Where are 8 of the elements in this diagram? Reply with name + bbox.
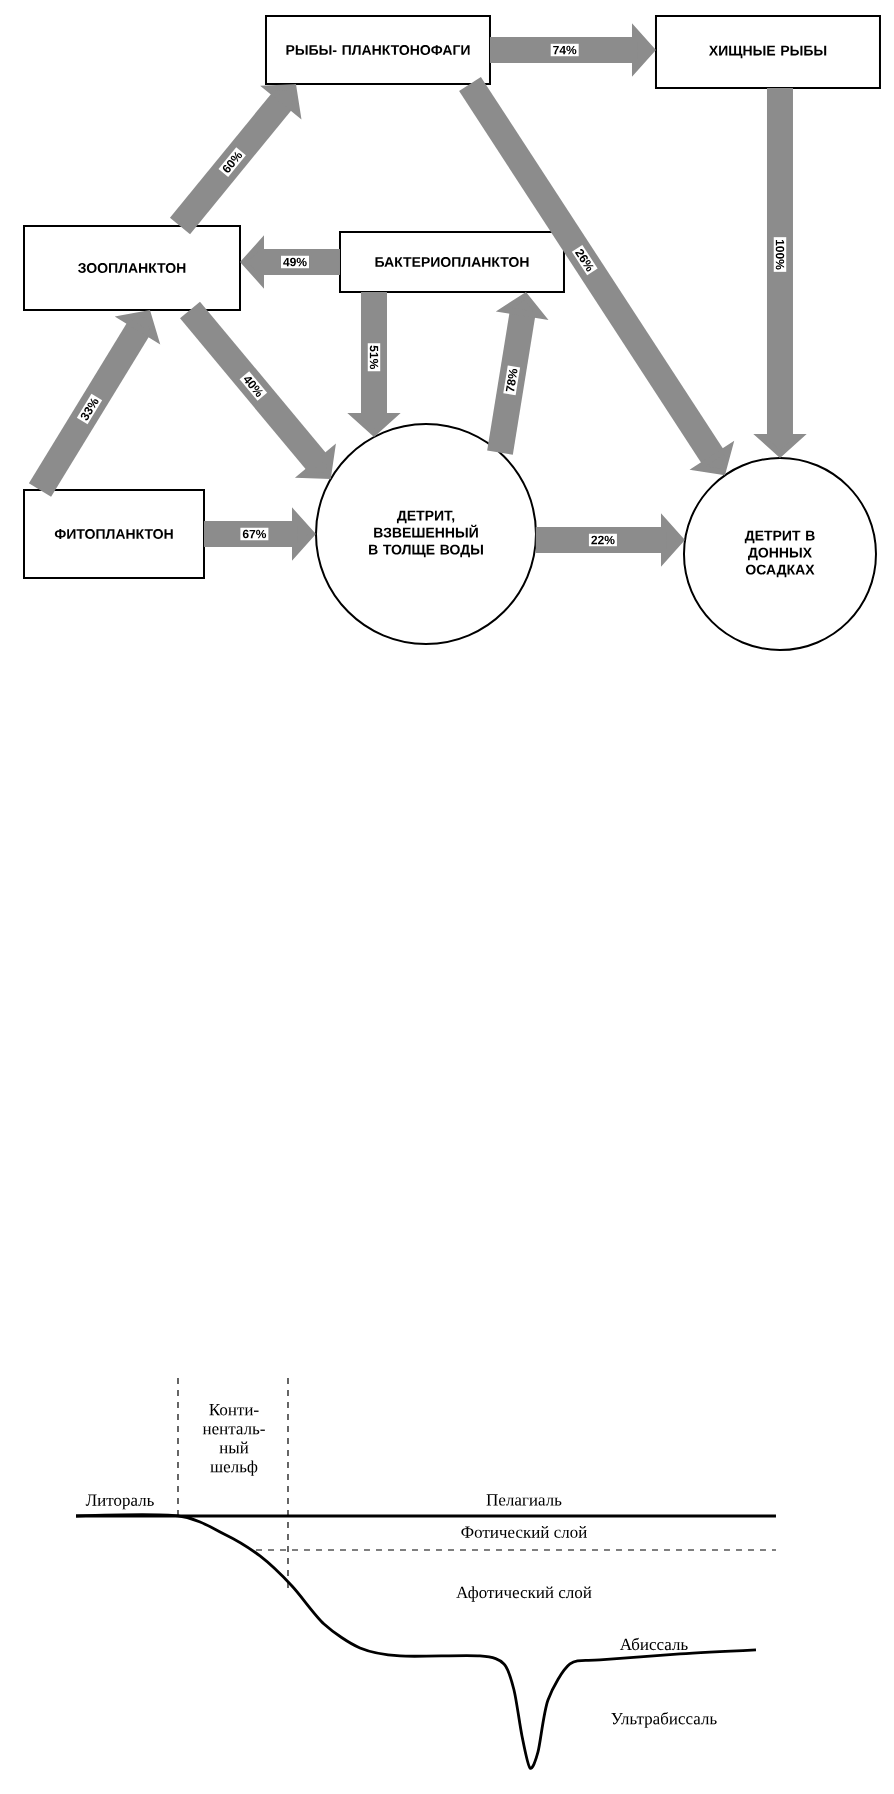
zone-label: Афотический слой bbox=[456, 1586, 592, 1602]
zone-label: Конти- ненталь- ный шельф bbox=[202, 1404, 265, 1476]
zone-label: Литораль bbox=[85, 1494, 154, 1510]
zone-label: Ультрабиссаль bbox=[611, 1712, 717, 1728]
zone-label: Фотический слой bbox=[461, 1526, 587, 1538]
zone-label: Абиссаль bbox=[619, 1637, 688, 1651]
zone-label: Пелагиаль bbox=[486, 1494, 562, 1506]
block-arrow bbox=[180, 301, 336, 479]
